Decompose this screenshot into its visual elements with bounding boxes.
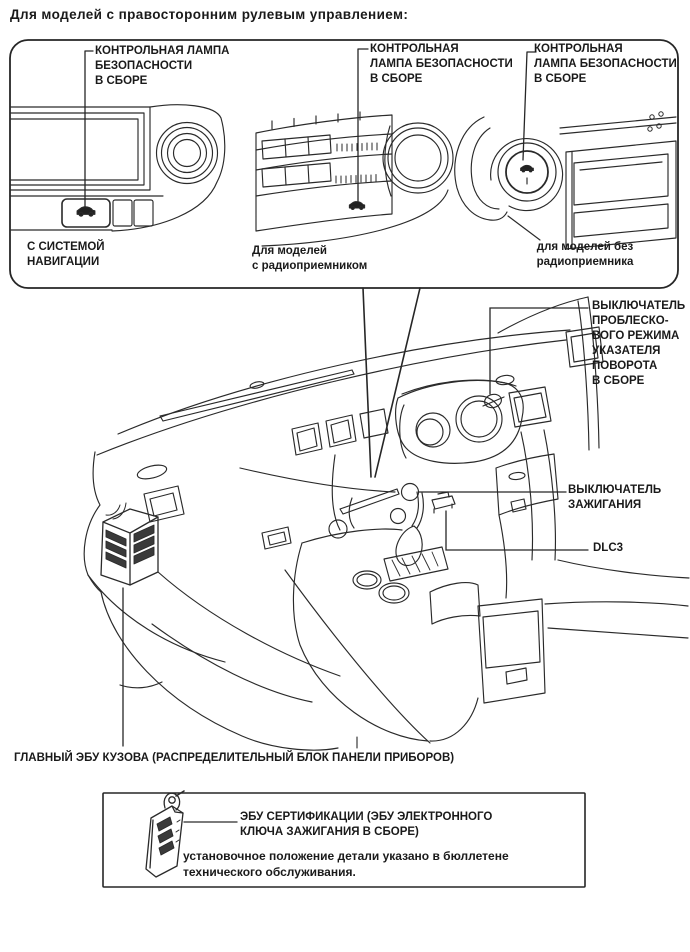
callout-main-body-ecu: ГЛАВНЫЙ ЭБУ КУЗОВА (РАСПРЕДЕЛИТЕЛЬНЫЙ БЛ…: [14, 752, 455, 764]
nav-unit-drawing: [10, 104, 226, 232]
callout-security-lamp-radio: КОНТРОЛЬНАЯ ЛАМПА БЕЗОПАСНОСТИ В СБОРЕ: [370, 43, 513, 85]
page-title: Для моделей с правосторонним рулевым упр…: [10, 7, 409, 22]
dlc3-leader: [445, 510, 589, 551]
funnel-pointer: [362, 287, 421, 478]
caption-with-navigation: С СИСТЕМОЙ НАВИГАЦИИ: [27, 241, 105, 268]
callout-security-lamp-nav: КОНТРОЛЬНАЯ ЛАМПА БЕЗОПАСНОСТИ В СБОРЕ: [95, 45, 230, 87]
callout-flasher-switch: ВЫКЛЮЧАТЕЛЬ ПРОБЛЕСКО- ВОГО РЕЖИМА УКАЗА…: [592, 300, 686, 387]
note-box-note: установочное положение детали указано в …: [183, 849, 509, 879]
note-box-border: [102, 792, 586, 888]
junction-block-drawing: [100, 502, 159, 586]
radio-unit-drawing: [255, 111, 454, 247]
variants-box-border: [9, 39, 679, 289]
caption-without-radio: для моделей без радиоприемника: [536, 241, 634, 268]
callout-security-lamp-plain: КОНТРОЛЬНАЯ ЛАМПА БЕЗОПАСНОСТИ В СБОРЕ: [534, 43, 677, 85]
callout-leaders: [122, 307, 589, 749]
note-box-part-label: ЭБУ СЕРТИФИКАЦИИ (ЭБУ ЭЛЕКТРОННОГО КЛЮЧА…: [240, 811, 493, 838]
callout-ignition-switch: ВЫКЛЮЧАТЕЛЬ ЗАЖИГАНИЯ: [568, 484, 662, 511]
caption-with-radio: Для моделей с радиоприемником: [252, 245, 368, 272]
flasher-leader: [489, 307, 589, 395]
panel-borders: [9, 39, 679, 888]
certification-ecu-icon: [145, 790, 238, 878]
top-panel-leaders: [84, 48, 537, 208]
keyless-knob-drawing: [454, 111, 677, 250]
dashboard-drawing: [83, 296, 690, 751]
callout-dlc3: DLC3: [593, 542, 624, 554]
